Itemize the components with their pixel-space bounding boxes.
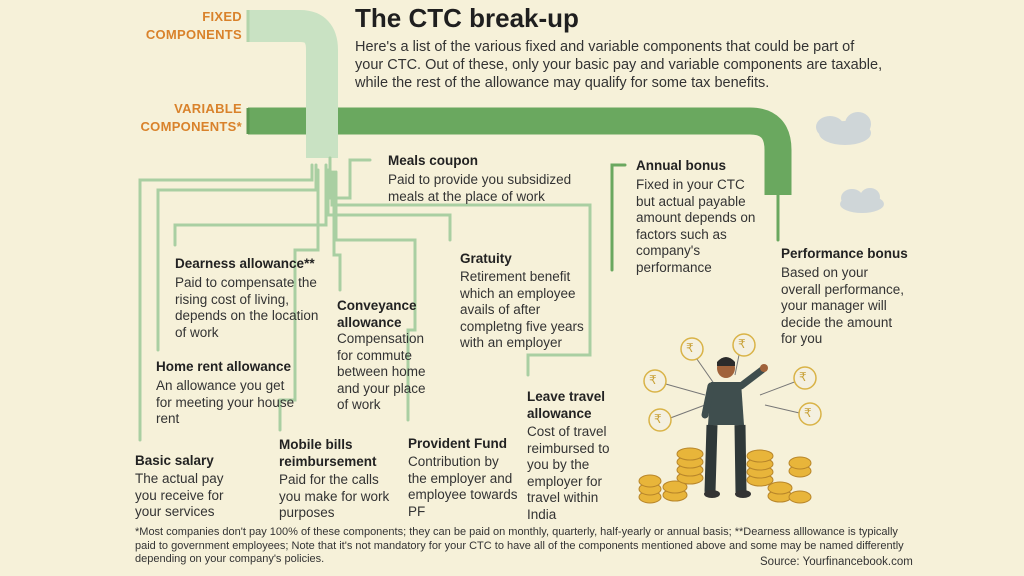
variable-components-label: VARIABLE COMPONENTS* (140, 101, 242, 134)
mobile-title: Mobile bills reimbursement (279, 437, 377, 469)
cloud-icon (816, 112, 884, 213)
rupee-icon: ₹ (649, 373, 657, 387)
home-rent-allowance: Home rent allowance An allowance you get… (156, 358, 296, 428)
dearness-allowance: Dearness allowance** Paid to compensate … (175, 255, 325, 341)
gratuity-title: Gratuity (460, 251, 512, 266)
basic-desc: The actual pay you receive for your serv… (135, 471, 224, 519)
performance-bonus-title: Performance bonus (781, 246, 908, 261)
rupee-icon: ₹ (799, 370, 807, 384)
dearness-desc: Paid to compensate the rising cost of li… (175, 275, 319, 340)
home-rent-desc: An allowance you get for meeting your ho… (156, 378, 295, 426)
annual-bonus: Annual bonus Fixed in your CTC but actua… (636, 157, 761, 276)
performance-bonus-desc: Based on your overall performance, your … (781, 265, 905, 346)
gratuity-desc: Retirement benefit which an employee ava… (460, 269, 584, 350)
dearness-title: Dearness allowance** (175, 256, 315, 271)
lta-desc: Cost of travel reimbursed to you by the … (527, 424, 610, 522)
pf-title: Provident Fund (408, 436, 507, 451)
page-title: The CTC break-up (355, 3, 579, 33)
mobile-bills-reimbursement: Mobile bills reimbursement Paid for the … (279, 436, 394, 522)
rupee-icon: ₹ (738, 337, 746, 351)
footnote: *Most companies don't pay 100% of these … (135, 526, 904, 565)
home-rent-title: Home rent allowance (156, 359, 292, 374)
person-illustration (638, 333, 822, 504)
conveyance-desc: Compensation for commute between home an… (337, 331, 426, 412)
basic-title: Basic salary (135, 453, 214, 468)
basic-salary: Basic salary The actual pay you receive … (135, 452, 245, 521)
performance-bonus: Performance bonus Based on your overall … (781, 245, 911, 348)
gratuity: Gratuity Retirement benefit which an emp… (460, 250, 600, 352)
lta-title: Leave travel allowance (527, 389, 606, 421)
annual-bonus-desc: Fixed in your CTC but actual payable amo… (636, 177, 756, 275)
mobile-desc: Paid for the calls you make for work pur… (279, 472, 390, 520)
intro-text: Here's a list of the various fixed and v… (355, 39, 883, 91)
rupee-icon: ₹ (804, 406, 812, 420)
annual-bonus-title: Annual bonus (636, 158, 726, 173)
source-credit: Source: Yourfinancebook.com (760, 556, 913, 568)
pf-desc: Contribution by the employer and employe… (408, 454, 518, 519)
fixed-components-label: FIXED COMPONENTS (145, 9, 242, 42)
meals-coupon: Meals coupon Paid to provide you subsidi… (388, 152, 588, 205)
meals-title: Meals coupon (388, 153, 479, 168)
provident-fund: Provident Fund Contribution by the emplo… (408, 435, 520, 520)
conveyance-title: Conveyance allowance (337, 298, 417, 330)
rupee-icon: ₹ (654, 412, 662, 426)
leave-travel-allowance: Leave travel allowance Cost of travel re… (527, 388, 627, 523)
meals-desc: Paid to provide you subsidized meals at … (388, 172, 572, 204)
rupee-icon: ₹ (686, 341, 694, 355)
conveyance-allowance: Conveyance allowance Compensation for co… (337, 297, 437, 414)
